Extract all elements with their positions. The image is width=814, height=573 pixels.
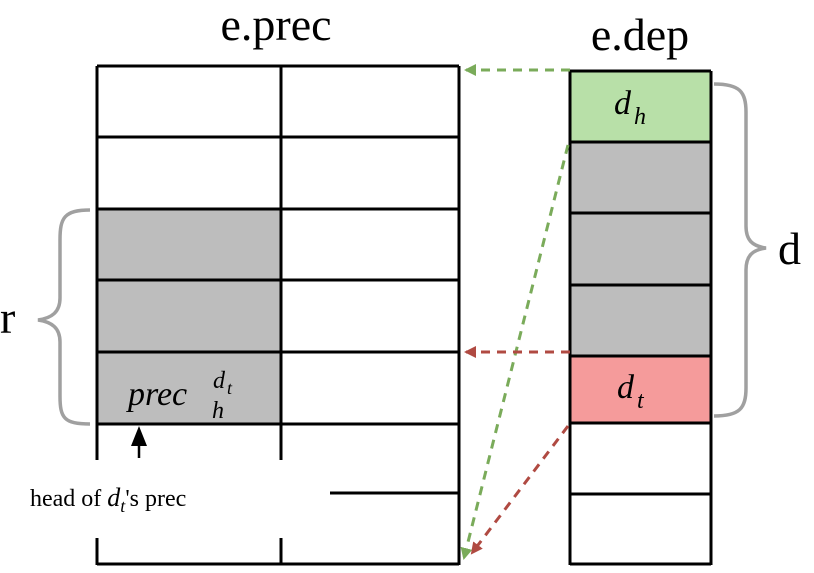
head-caption: head of dt's prec [30, 483, 186, 516]
caption-prefix: head of [30, 486, 107, 512]
right-column-title: e.dep [591, 9, 689, 60]
prec-cell-gray-1 [97, 209, 280, 280]
prec-label-sup: d [213, 368, 226, 394]
dep-cell-gray-1 [570, 142, 711, 213]
prec-label-main: prec [126, 376, 187, 413]
dep-cell-head [570, 71, 711, 142]
svg-text:h: h [212, 398, 224, 424]
dep-tail-label-main: d [617, 369, 635, 406]
right-brace [713, 82, 767, 418]
prec-table [95, 64, 461, 566]
dep-head-label-sub: h [634, 104, 646, 130]
dep-cell-gray-3 [570, 285, 711, 356]
caption-suffix: 's prec [125, 486, 186, 512]
prec-label-sub: h [212, 398, 224, 424]
dep-table [568, 69, 713, 566]
svg-text:d: d [614, 85, 632, 122]
dep-tail-label: d t [617, 369, 645, 414]
left-brace [37, 208, 91, 426]
svg-text:prec: prec [126, 376, 187, 413]
dep-tail-label-sub: t [637, 388, 645, 414]
red-arrow-diagonal [470, 425, 570, 555]
svg-text:h: h [634, 104, 646, 130]
caption-mask [20, 460, 330, 538]
prec-cell-gray-2 [97, 280, 280, 352]
left-brace-label: r [0, 292, 15, 343]
caption-math-main: d [107, 483, 121, 512]
dep-cell-gray-2 [570, 213, 711, 285]
caption-math-sub: t [120, 496, 126, 516]
dep-head-label: d h [614, 85, 646, 130]
svg-text:d: d [617, 369, 635, 406]
prec-cell-gray-3 [97, 352, 280, 424]
svg-text:d: d [213, 368, 226, 394]
dep-head-label-main: d [614, 85, 632, 122]
svg-text:t: t [227, 378, 233, 398]
prec-label-sup-sub: t [227, 378, 233, 398]
head-pointer-arrow [131, 426, 147, 458]
left-column-title: e.prec [220, 0, 331, 50]
svg-text:t: t [637, 388, 645, 414]
prec-cell-label: prec d t h [126, 368, 233, 424]
dep-cell-tail [570, 356, 711, 423]
right-brace-label: d [778, 223, 801, 274]
